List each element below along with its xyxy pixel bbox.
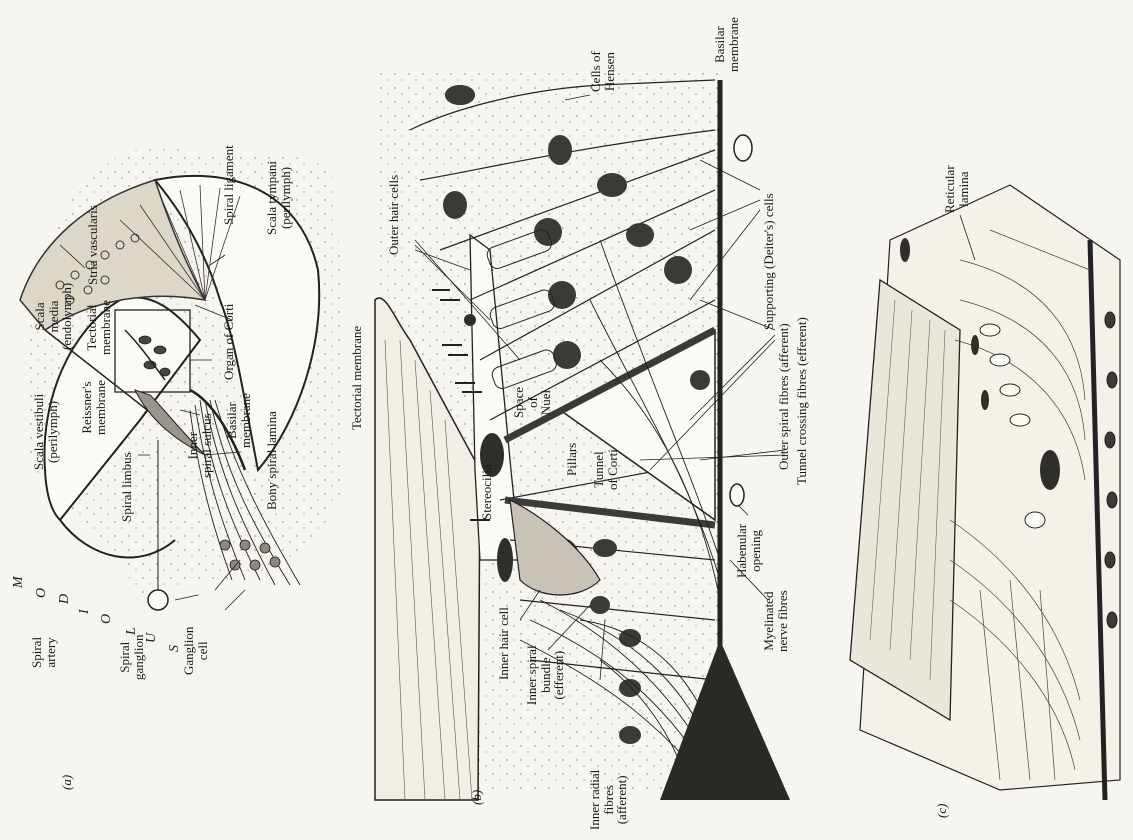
label-inner-hair-cell: Inner hair cell (497, 607, 511, 680)
modiolus-letter-u: U (145, 633, 160, 643)
label-stria-vascularis: Stria vascularis (86, 205, 100, 285)
label-scala-tympani: Scala tympani(perilymph) (265, 161, 292, 235)
label-outer-spiral-fibres: Outer spiral fibres (afferent) (777, 323, 791, 470)
label-deiters-cells: Supporting (Deiter's) cells (762, 193, 776, 330)
panel-b-drawing (375, 70, 790, 800)
panel-c-tag: (c) (935, 804, 949, 818)
label-tectorial-membrane-b: Tectorial membrane (350, 326, 364, 430)
label-spiral-ligament: Spiral ligament (222, 145, 236, 225)
panel-b-tag: (b) (470, 790, 484, 805)
modiolus-letter-s: S (168, 645, 183, 652)
modiolus-letter-o2: O (100, 614, 115, 624)
modiolus-letter-l: L (125, 627, 140, 635)
modiolus-letter-d: D (58, 594, 73, 604)
modiolus-letter-i: I (78, 609, 93, 614)
label-scala-vestibuli: Scala vestibuli(perilymph) (32, 394, 59, 470)
label-spiral-limbus: Spiral limbus (120, 452, 134, 522)
panel-c-drawing (850, 185, 1120, 800)
label-pillars: Pillars (565, 443, 579, 476)
modiolus-letter-m: M (12, 576, 27, 588)
label-stereocilia: Stereocilia (480, 464, 494, 520)
label-tunnel-crossing-fibres: Tunnel crossing fibres (efferent) (795, 317, 809, 485)
modiolus-letter-o1: O (35, 588, 50, 598)
panel-a-tag: (a) (60, 775, 74, 790)
label-bony-spiral-lamina: Bony spiral lamina (265, 411, 279, 510)
panel-a-drawing (20, 146, 345, 610)
label-organ-of-corti: Organ of Corti (222, 304, 236, 380)
label-outer-hair-cells: Outer hair cells (387, 175, 401, 255)
